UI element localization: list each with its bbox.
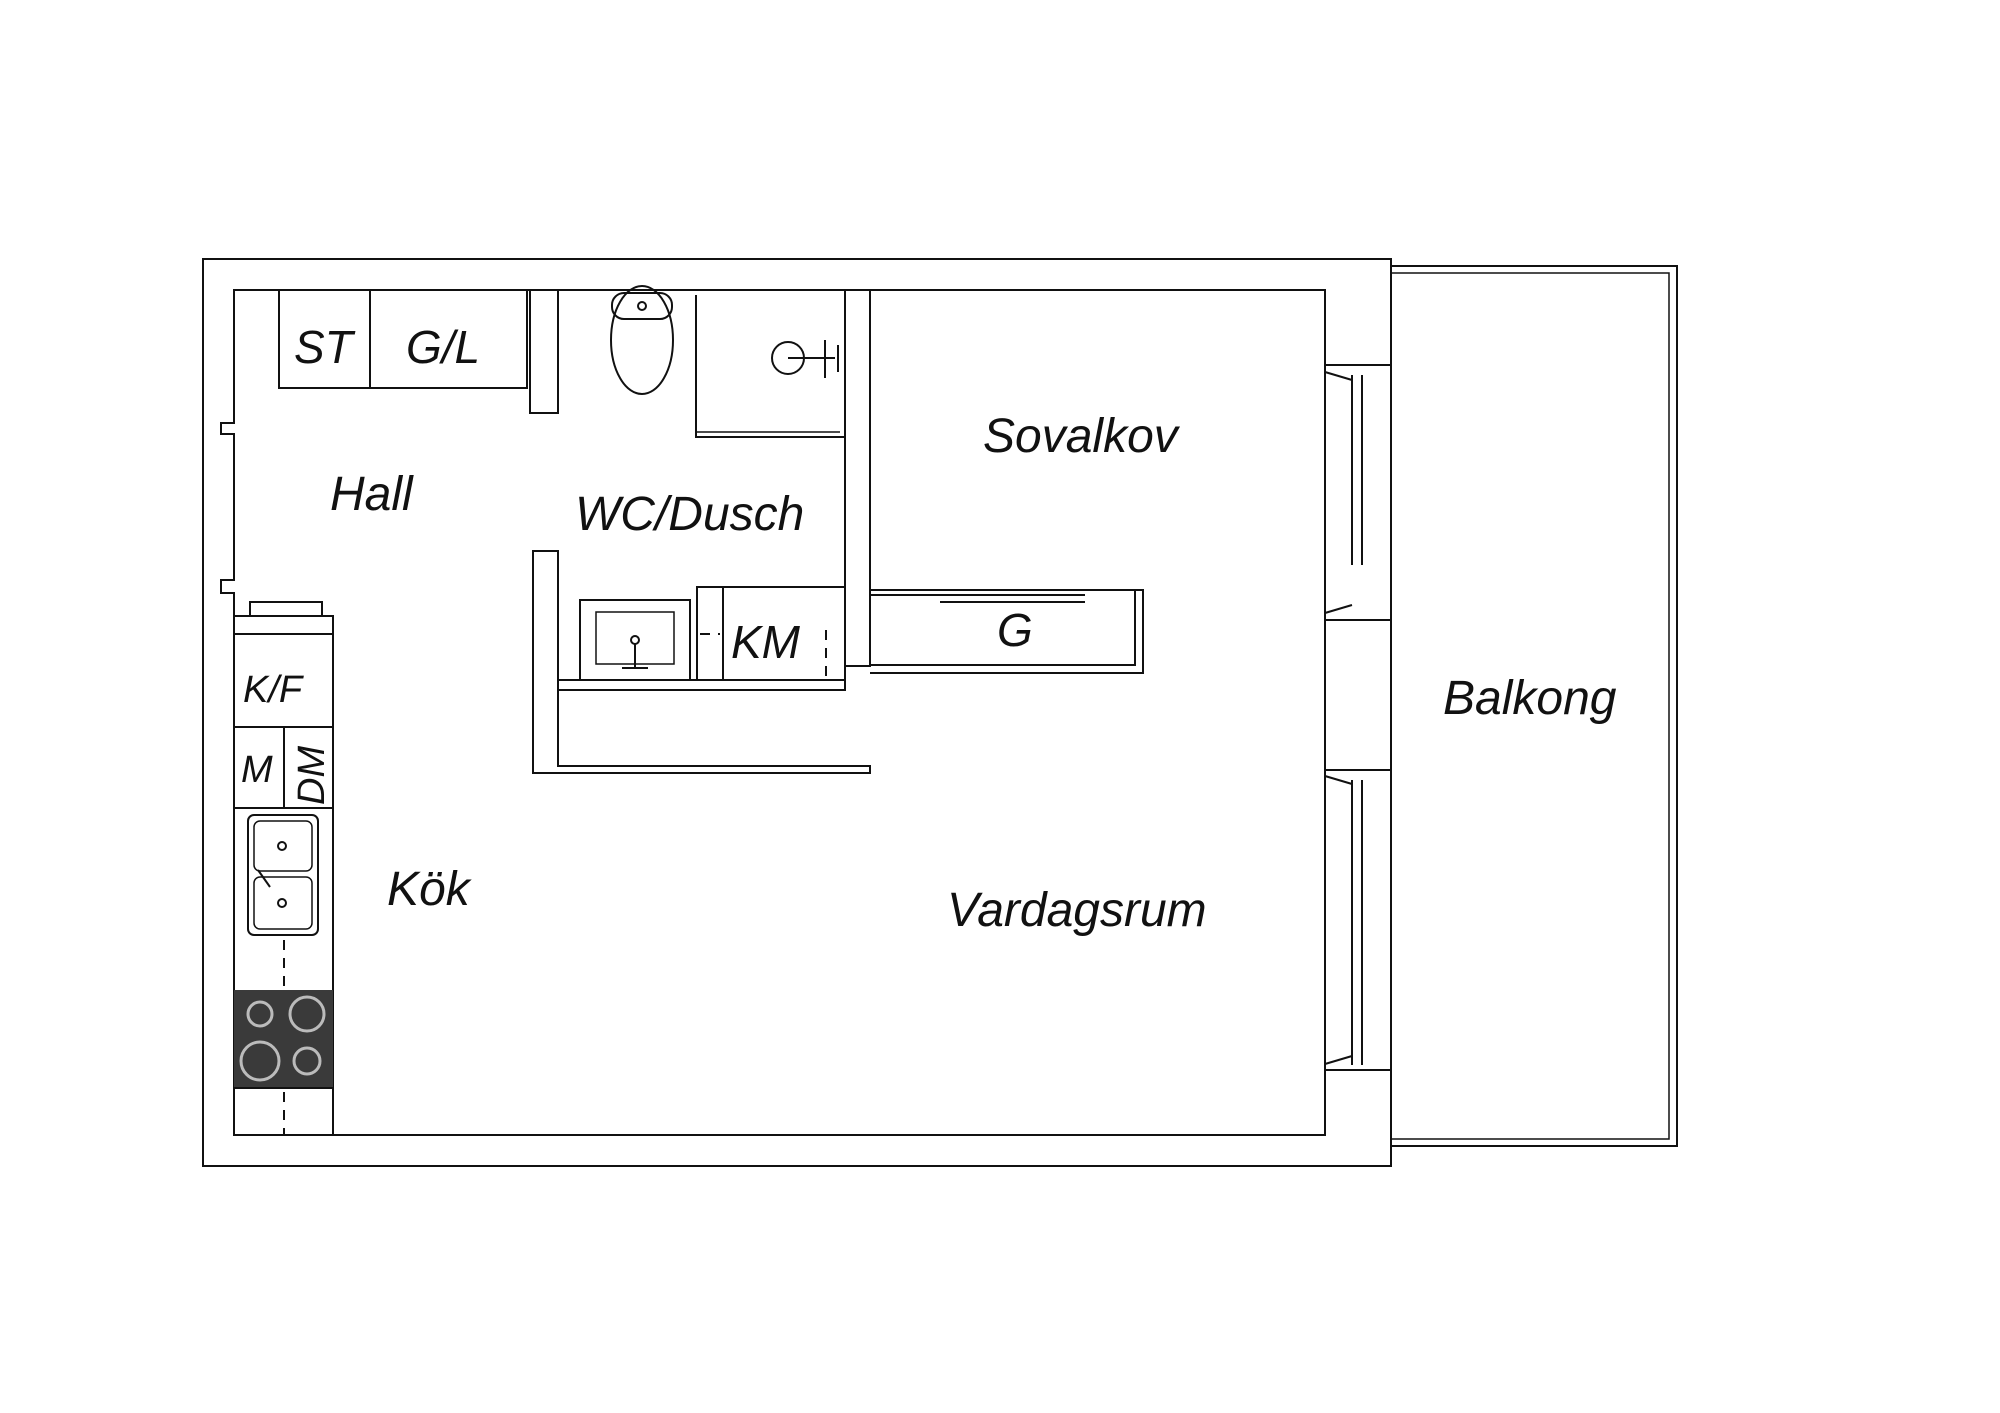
sink xyxy=(247,814,319,936)
room-labels: Hall WC/Dusch Sovalkov Kök Vardagsrum Ba… xyxy=(330,410,1617,937)
wardrobe-block xyxy=(278,289,528,389)
balcony-rail xyxy=(1390,272,1670,1140)
hall-wardrobes xyxy=(233,289,528,389)
washbasin xyxy=(579,599,691,681)
label-dm: DM xyxy=(291,746,333,805)
label-kf: K/F xyxy=(243,669,304,711)
label-m: M xyxy=(241,749,273,791)
window-opening-lower xyxy=(1324,769,1392,1071)
toilet-bowl xyxy=(610,285,674,395)
label-km: KM xyxy=(731,616,801,668)
fixture-labels: ST G/L KM G K/F M DM xyxy=(241,321,1033,805)
label-g: G xyxy=(997,604,1033,656)
label-vardagsrum: Vardagsrum xyxy=(947,884,1207,937)
window-opening-upper xyxy=(1324,364,1392,621)
label-sovalkov: Sovalkov xyxy=(983,410,1181,463)
balcony xyxy=(1390,265,1678,1147)
label-gl: G/L xyxy=(406,321,480,373)
partitions xyxy=(529,289,1144,774)
walls xyxy=(202,258,1392,1167)
windows xyxy=(1324,364,1392,1071)
toilet-tank xyxy=(611,292,673,320)
stove xyxy=(234,990,333,1088)
kitchen xyxy=(233,601,334,1136)
kitchen-shelf xyxy=(249,601,323,617)
washing-machine-box xyxy=(696,586,846,681)
shower-screen xyxy=(695,295,845,438)
outer-wall xyxy=(202,258,1392,1167)
label-kok: Kök xyxy=(387,863,473,916)
label-st: ST xyxy=(294,321,356,373)
label-hall: Hall xyxy=(330,468,414,521)
label-wc-dusch: WC/Dusch xyxy=(575,488,804,541)
label-balkong: Balkong xyxy=(1443,672,1617,725)
bathroom-fixtures xyxy=(579,285,846,681)
